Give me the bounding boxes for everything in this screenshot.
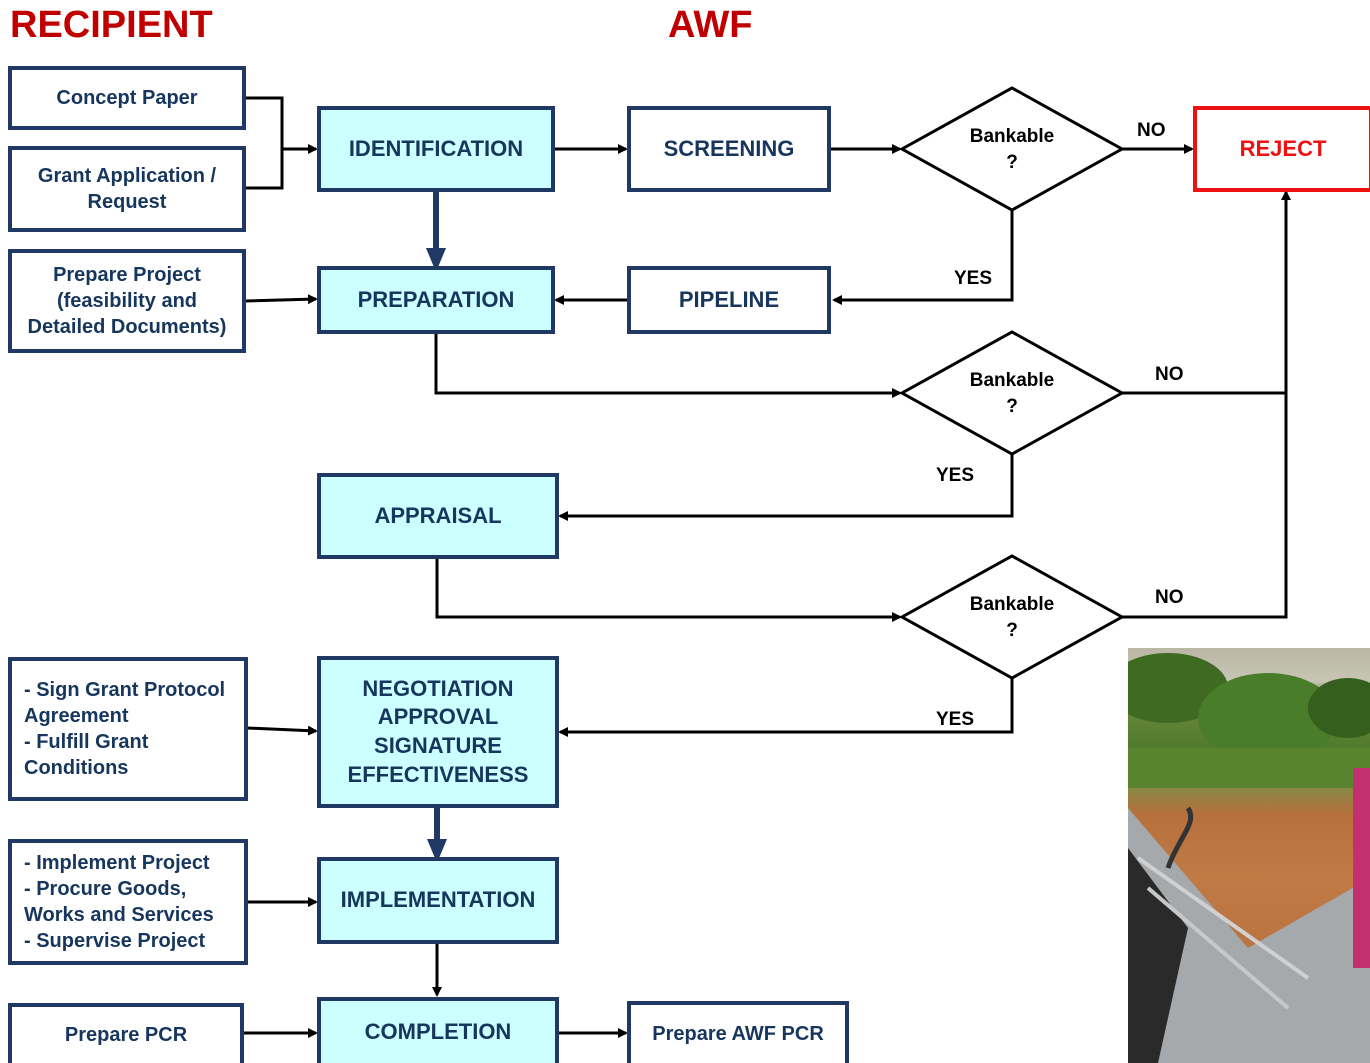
identification-stage: IDENTIFICATION <box>317 106 555 192</box>
negotiation-stage: NEGOTIATION APPROVAL SIGNATURE EFFECTIVE… <box>317 656 559 808</box>
decision-diamond-3 <box>898 554 1126 680</box>
no-label-2: NO <box>1155 364 1184 385</box>
yes-label-2: YES <box>936 465 975 486</box>
yes-label-3: YES <box>936 709 975 730</box>
implementation-stage: IMPLEMENTATION <box>317 857 559 944</box>
appraisal-to-decision-arrow <box>435 557 902 622</box>
awf-header: AWF <box>668 4 753 46</box>
decision1-yes-arrow <box>832 210 1014 305</box>
concept-paper-box: Concept Paper <box>8 66 246 130</box>
decision3-no-arrow <box>1122 190 1291 619</box>
project-photo <box>1128 648 1370 1063</box>
decision3-yes-arrow <box>558 678 1014 737</box>
negotiation-tasks-arrow <box>246 725 318 736</box>
no-label-1: NO <box>1137 120 1166 141</box>
prepare-pcr-box: Prepare PCR <box>8 1003 244 1063</box>
prepare-awf-pcr-box: Prepare AWF PCR <box>627 1001 849 1063</box>
preparation-to-decision-arrow <box>434 333 902 398</box>
recipient-header: RECIPIENT <box>10 4 213 46</box>
preparation-stage: PREPARATION <box>317 266 555 334</box>
prepare-project-box: Prepare Project (feasibility and Detaile… <box>8 249 246 353</box>
decision-diamond-1 <box>898 86 1126 212</box>
negotiation-tasks-box: - Sign Grant Protocol Agreement - Fulfil… <box>8 657 248 801</box>
decision-3-text: Bankable ? <box>969 594 1055 641</box>
decision-diamond-2 <box>898 330 1126 456</box>
pipeline-box: PIPELINE <box>627 266 831 334</box>
decision2-yes-arrow <box>558 454 1014 521</box>
appraisal-stage: APPRAISAL <box>317 473 559 559</box>
completion-stage: COMPLETION <box>317 997 559 1063</box>
reject-box: REJECT <box>1193 106 1370 192</box>
grant-application-box: Grant Application / Request <box>8 146 246 232</box>
project-photo-illustration <box>1128 653 1370 1063</box>
recipient-merge-line <box>245 96 284 190</box>
decision-2-text: Bankable ? <box>969 370 1055 417</box>
implementation-tasks-box: - Implement Project - Procure Goods, Wor… <box>8 839 248 965</box>
screening-box: SCREENING <box>627 106 831 192</box>
yes-label-1: YES <box>954 268 993 289</box>
no-label-3: NO <box>1155 587 1184 608</box>
decision-1-text: Bankable ? <box>969 126 1055 173</box>
prepare-project-arrow <box>244 294 318 305</box>
